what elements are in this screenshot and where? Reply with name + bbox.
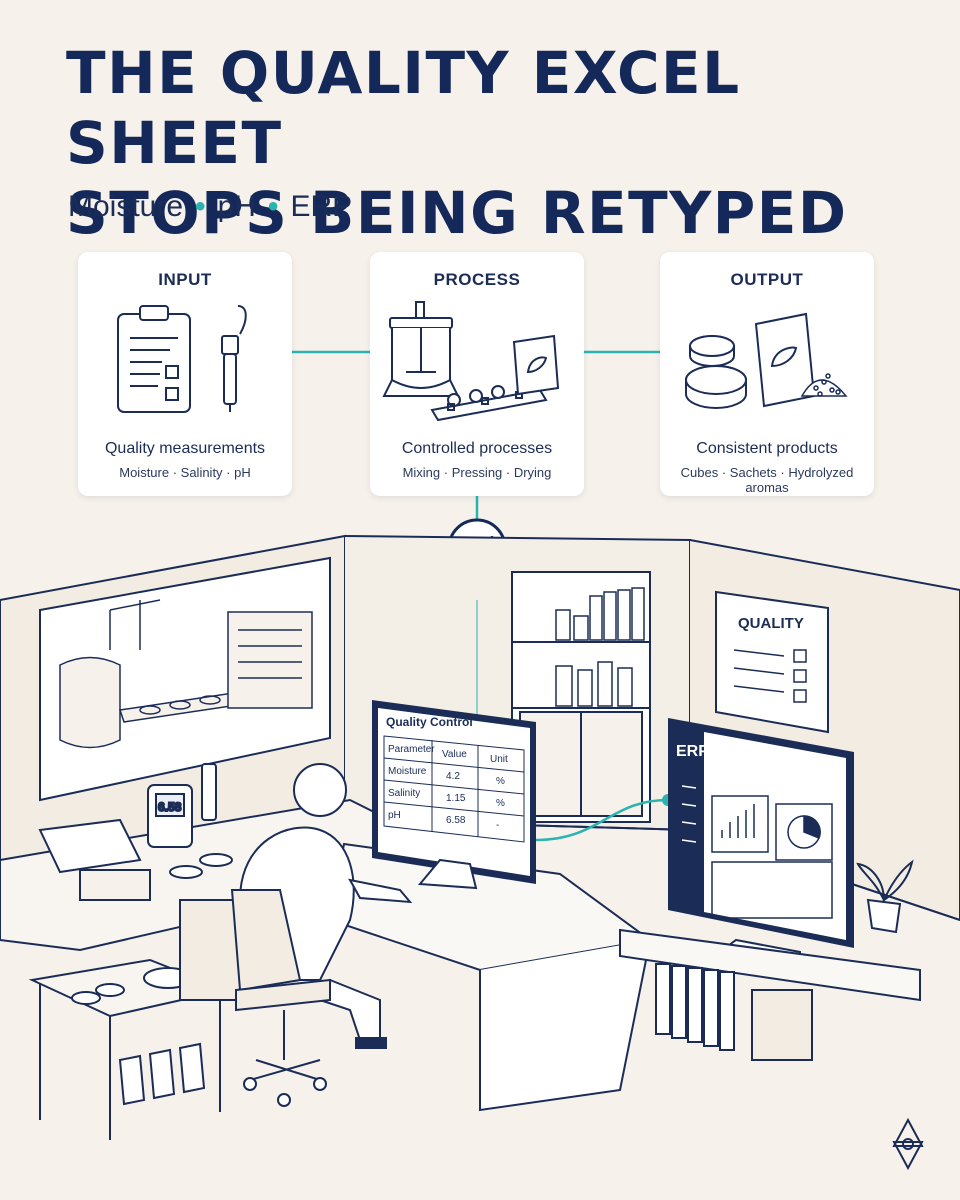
subtitle-separator: •: [195, 190, 206, 223]
sachet-icon: [512, 334, 560, 396]
input-card: INPUT Quality measurements Moisture · Sa…: [78, 252, 292, 496]
qc-cell: 4.2: [446, 771, 460, 782]
qc-cell: 6.58: [446, 815, 466, 826]
meter-reading: 6.58: [158, 800, 182, 814]
qc-cell: pH: [388, 810, 401, 821]
output-card-subcaption: Cubes · Sachets · Hydrolyzed aromas: [680, 465, 854, 495]
clipboard-icon: [117, 305, 191, 413]
process-card-caption: Controlled processes: [401, 440, 553, 457]
qc-header-parameter: Parameter: [388, 744, 435, 755]
qc-cell: %: [496, 798, 505, 809]
process-card-subcaption: Mixing · Pressing · Drying: [402, 465, 552, 480]
lab-technician: [230, 763, 413, 1107]
mixer-icon: [382, 301, 460, 397]
qc-cell: %: [496, 776, 505, 787]
qc-table: Parameter Value Unit Moisture 4.2 % Sali…: [383, 735, 525, 843]
qc-cell: Moisture: [388, 766, 427, 777]
right-desk: [619, 928, 921, 1061]
page-title: THE QUALITY EXCEL SHEET STOPS BEING RETY…: [66, 38, 946, 248]
erp-monitor: ERP: [668, 718, 854, 968]
qc-table-title: Quality Control: [386, 715, 473, 729]
qc-monitor: Quality Control Parameter Value Unit Moi…: [372, 700, 536, 890]
output-card-caption: Consistent products: [696, 440, 838, 457]
title-line-1: THE QUALITY EXCEL SHEET: [66, 39, 741, 177]
erp-title: ERP: [676, 743, 709, 760]
input-card-title: INPUT: [158, 270, 212, 289]
brand-logo-icon: [892, 1117, 924, 1171]
subtitle-separator: •: [267, 190, 279, 223]
qc-cell: 1.15: [446, 793, 466, 804]
plant-icon: [856, 859, 914, 934]
input-card-subcaption: Moisture · Salinity · pH: [119, 465, 251, 480]
output-illustration: [685, 312, 848, 409]
input-illustration: [117, 305, 247, 413]
qc-cell: Salinity: [388, 788, 420, 799]
aroma-granules-icon: [800, 373, 848, 397]
qc-header-value: Value: [442, 749, 467, 760]
lab-bench: 6.58: [0, 763, 473, 952]
title-line-2: STOPS BEING RETYPED: [66, 179, 848, 247]
output-card-title: OUTPUT: [730, 270, 804, 289]
quality-sign-label: QUALITY: [738, 615, 804, 632]
probe-icon: [221, 305, 247, 412]
lab-scene: QUALITY 6.58: [0, 534, 960, 1171]
desk: [179, 842, 653, 1112]
side-table: [28, 958, 230, 1140]
output-card: OUTPUT Consistent products Cubes · Sache…: [660, 252, 874, 496]
quality-sign: QUALITY: [715, 590, 829, 734]
qc-header-unit: Unit: [490, 754, 508, 765]
input-card-caption: Quality measurements: [104, 440, 266, 457]
production-window: [39, 556, 331, 802]
conveyor-icon: [430, 385, 548, 422]
process-card: PROCESS Controlled processes Mixing · Pr…: [370, 252, 584, 496]
process-illustration: [382, 301, 560, 422]
process-card-title: PROCESS: [433, 270, 521, 289]
qc-cell: -: [496, 820, 499, 831]
subtitle-ph: pH: [217, 190, 256, 223]
subtitle-erp: ERP: [290, 190, 353, 223]
subtitle: Moisture • pH • ERP: [68, 190, 352, 224]
bouillon-cube-icon: [685, 335, 747, 409]
subtitle-moisture: Moisture: [68, 190, 184, 223]
